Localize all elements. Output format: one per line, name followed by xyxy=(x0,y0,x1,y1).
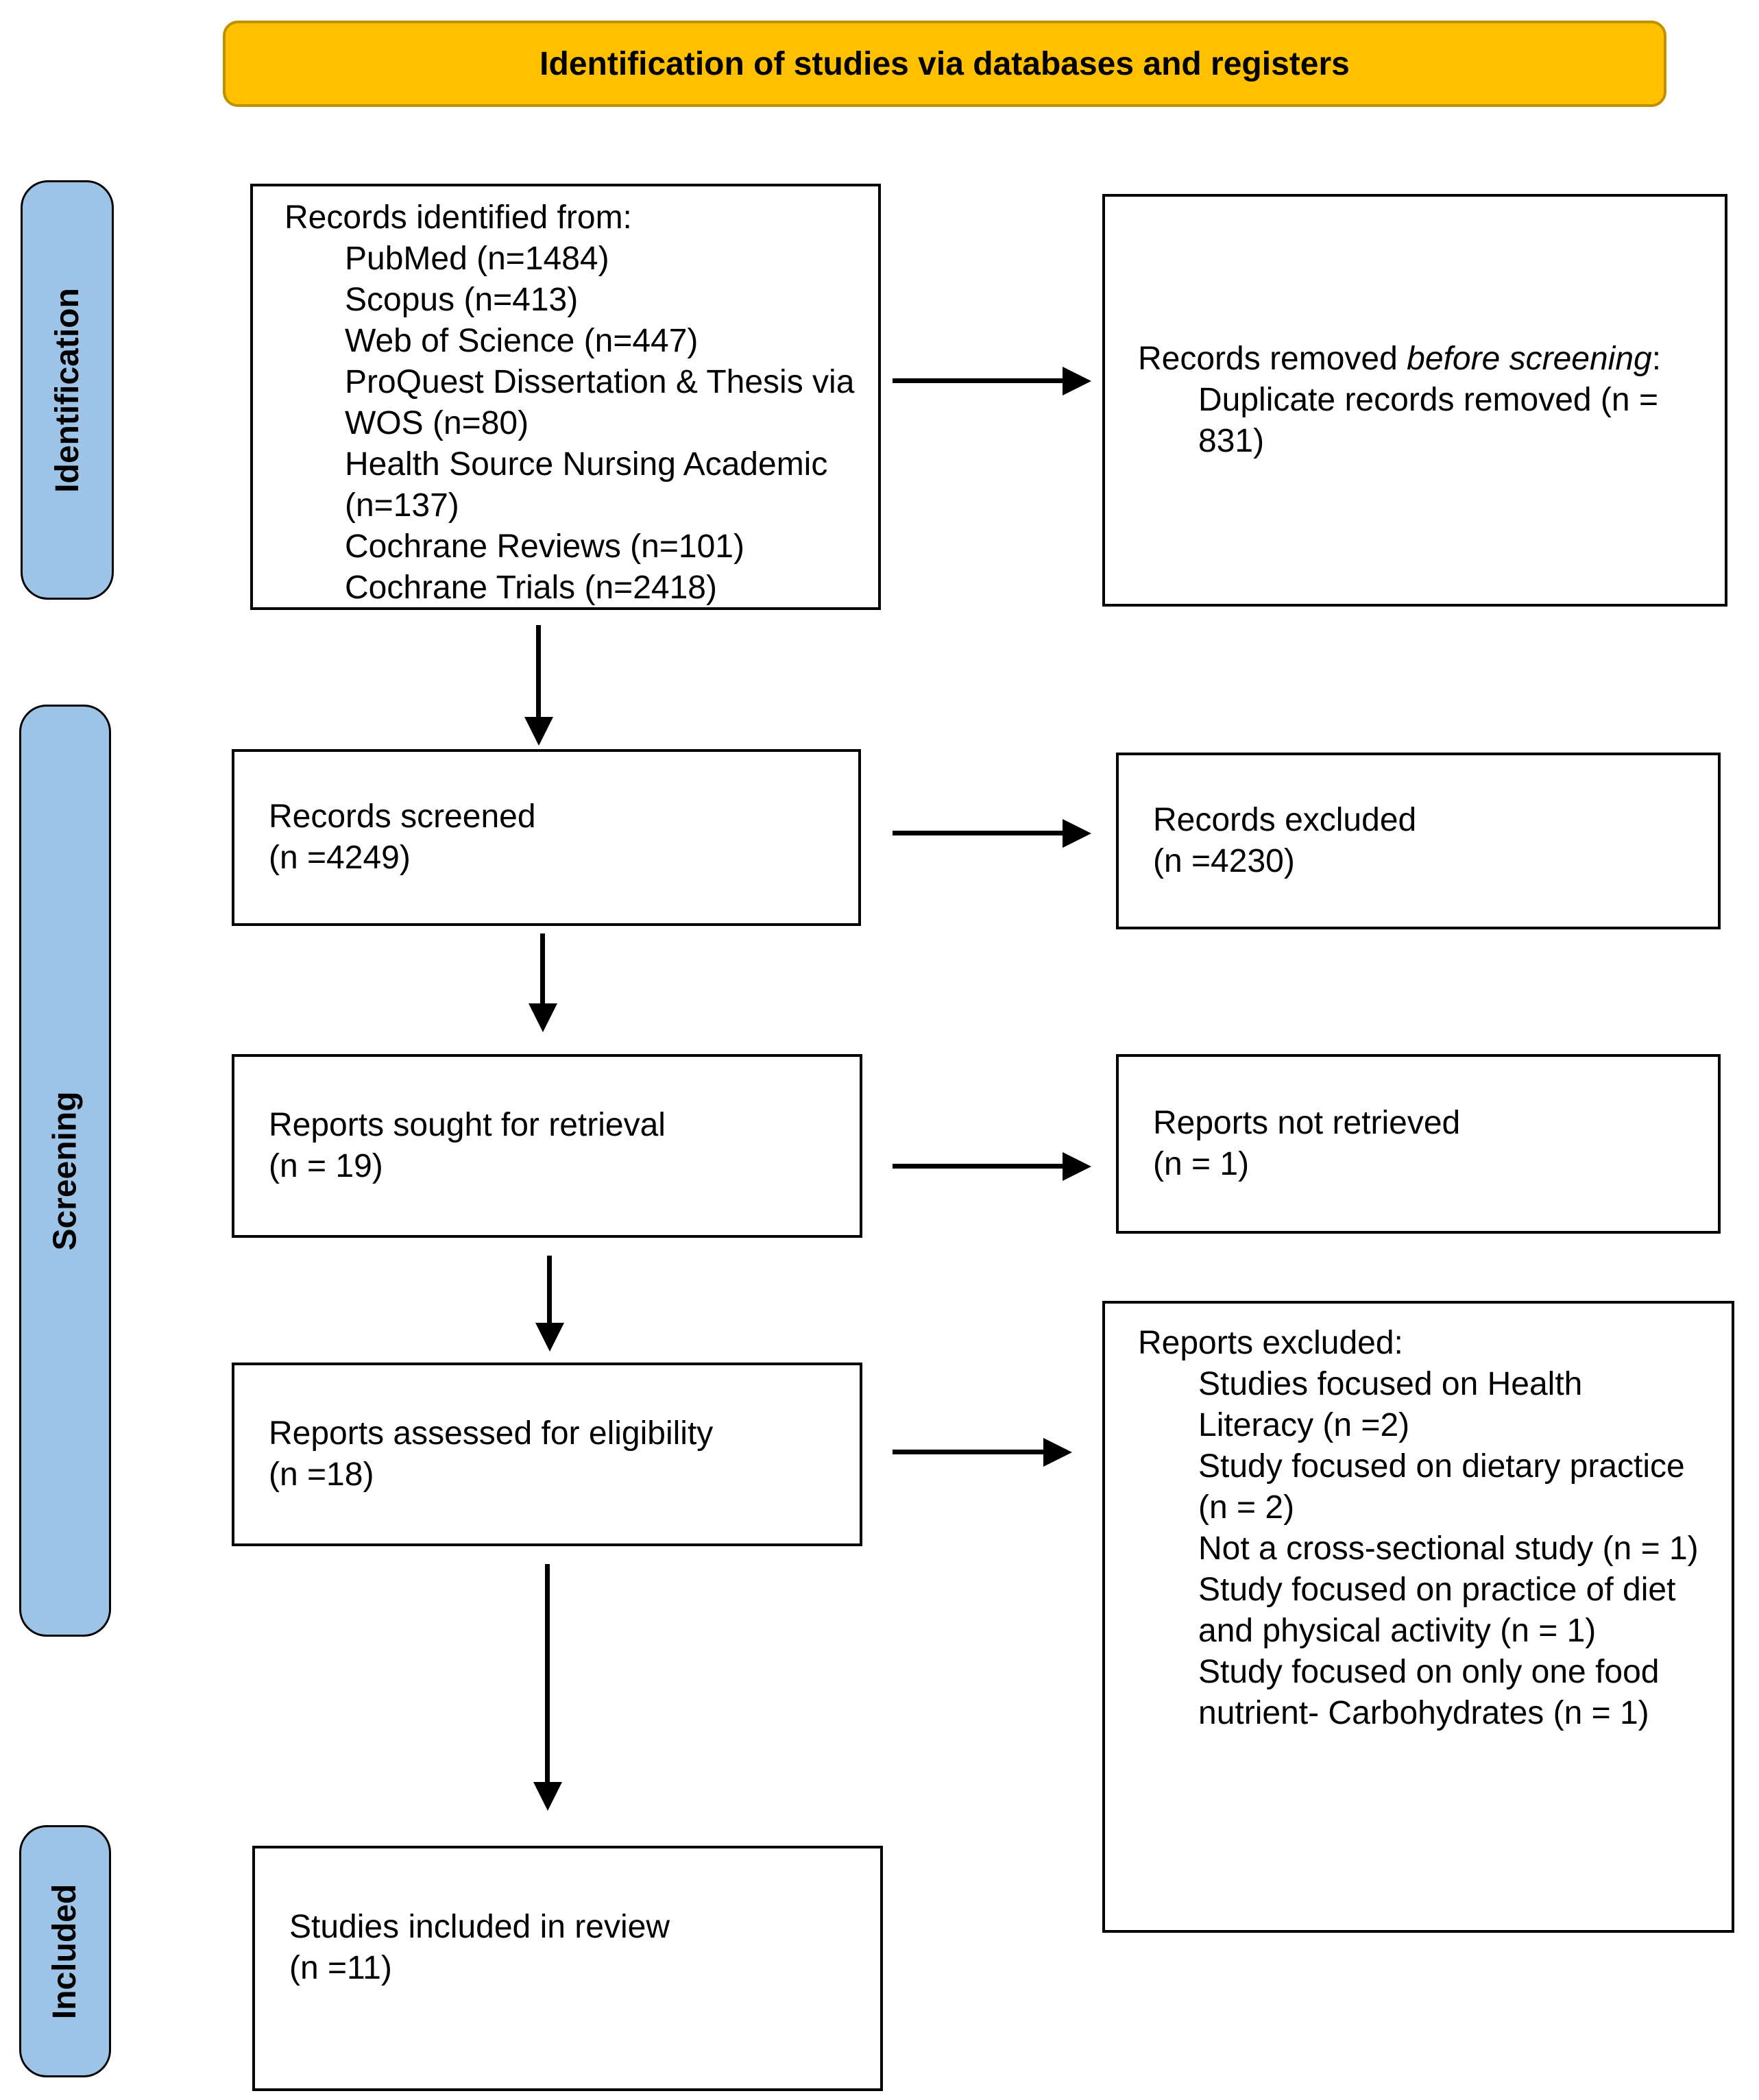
reports-sought-count: (n = 19) xyxy=(269,1148,383,1184)
header-banner: Identification of studies via databases … xyxy=(223,21,1666,107)
records-screened-count: (n =4249) xyxy=(269,840,411,876)
box-reports-sought: Reports sought for retrieval (n = 19) xyxy=(232,1054,862,1238)
records-removed-item: Duplicate records removed (n = 831) xyxy=(1198,382,1658,459)
arrow-screened-to-excluded xyxy=(893,831,1063,835)
studies-included-label: Studies included in review xyxy=(289,1909,670,1945)
arrow-sought-to-not-retrieved xyxy=(893,1164,1063,1169)
arrow-assessed-to-included xyxy=(545,1564,550,1783)
arrow-identified-to-removed xyxy=(893,378,1063,383)
box-records-excluded: Records excluded (n =4230) xyxy=(1116,753,1721,929)
reports-not-retrieved-label: Reports not retrieved xyxy=(1153,1105,1461,1141)
stage-included-label: Included xyxy=(47,1883,84,2019)
records-identified-item: Health Source Nursing Academic (n=137) xyxy=(345,446,828,524)
box-reports-not-retrieved: Reports not retrieved (n = 1) xyxy=(1116,1054,1721,1234)
records-excluded-count: (n =4230) xyxy=(1153,843,1295,879)
arrow-sought-to-assessed xyxy=(547,1256,552,1324)
arrow-screened-to-sought xyxy=(540,933,545,1005)
records-removed-intro-prefix: Records removed xyxy=(1138,341,1407,377)
reports-not-retrieved-count: (n = 1) xyxy=(1153,1146,1250,1182)
reports-excluded-item: Study focused on only one food nutrient-… xyxy=(1198,1654,1660,1731)
reports-excluded-item: Study focused on dietary practice (n = 2… xyxy=(1198,1448,1685,1526)
records-screened-label: Records screened xyxy=(269,798,536,835)
stage-screening-label: Screening xyxy=(47,1090,84,1251)
records-removed-intro: Records removed before screening: xyxy=(1138,339,1700,380)
records-identified-item: PubMed (n=1484) xyxy=(345,241,609,277)
records-identified-item: Web of Science (n=447) xyxy=(345,323,699,359)
reports-sought-label: Reports sought for retrieval xyxy=(269,1107,666,1143)
records-removed-intro-suffix: : xyxy=(1651,341,1662,377)
box-records-screened: Records screened (n =4249) xyxy=(232,749,861,926)
box-records-removed: Records removed before screening: Duplic… xyxy=(1102,194,1727,607)
arrow-assessed-to-reports-excluded xyxy=(893,1450,1043,1454)
box-studies-included: Studies included in review (n =11) xyxy=(252,1846,883,2091)
reports-excluded-item: Studies focused on Health Literacy (n =2… xyxy=(1198,1366,1583,1443)
records-removed-intro-italic: before screening xyxy=(1407,341,1652,377)
stage-screening: Screening xyxy=(19,705,111,1637)
box-reports-excluded: Reports excluded: Studies focused on Hea… xyxy=(1102,1301,1734,1933)
reports-excluded-intro: Reports excluded: xyxy=(1138,1325,1403,1361)
records-identified-intro: Records identified from: xyxy=(284,199,632,236)
reports-excluded-item: Not a cross-sectional study (n = 1) xyxy=(1198,1530,1699,1567)
records-identified-item: Cochrane Reviews (n=101) xyxy=(345,528,744,565)
records-identified-item: Cochrane Trials (n=2418) xyxy=(345,570,717,606)
header-title: Identification of studies via databases … xyxy=(539,45,1350,82)
stage-identification: Identification xyxy=(21,180,114,600)
box-reports-assessed: Reports assessed for eligibility (n =18) xyxy=(232,1363,862,1546)
records-identified-item: ProQuest Dissertation & Thesis via WOS (… xyxy=(345,364,855,441)
stage-identification-label: Identification xyxy=(49,287,86,493)
studies-included-count: (n =11) xyxy=(289,1950,392,1986)
records-identified-item: Scopus (n=413) xyxy=(345,282,579,318)
box-records-identified: Records identified from: PubMed (n=1484)… xyxy=(250,184,881,610)
arrow-identified-to-screened xyxy=(536,625,541,718)
stage-included: Included xyxy=(19,1825,111,2077)
reports-assessed-label: Reports assessed for eligibility xyxy=(269,1415,714,1452)
records-excluded-label: Records excluded xyxy=(1153,802,1417,838)
reports-assessed-count: (n =18) xyxy=(269,1456,374,1493)
reports-excluded-item: Study focused on practice of diet and ph… xyxy=(1198,1572,1676,1649)
